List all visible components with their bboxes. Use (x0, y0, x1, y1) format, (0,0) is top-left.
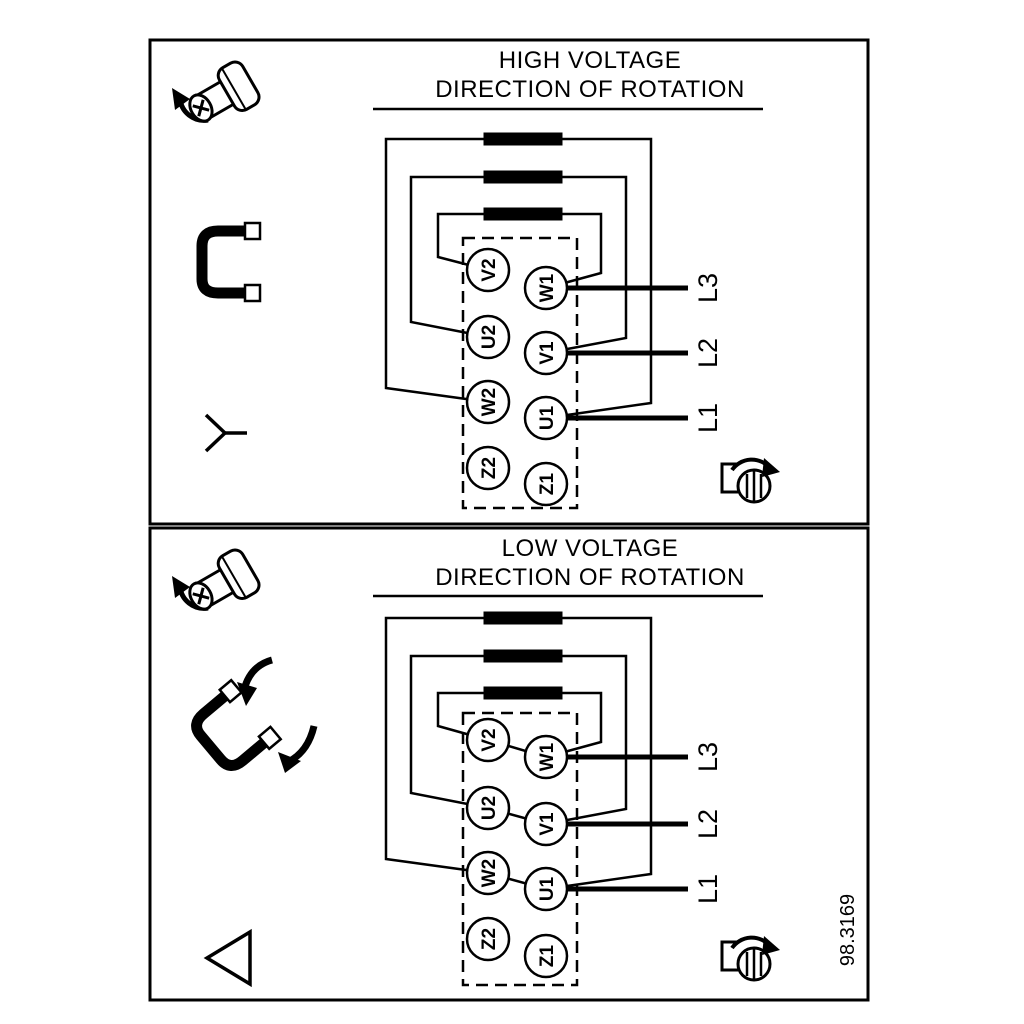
terminal-circle (465, 445, 511, 491)
terminal-circle (523, 461, 569, 507)
terminal-label: U2 (479, 325, 500, 349)
star-arm (204, 413, 227, 435)
bridge-tab (243, 221, 262, 241)
jumper-placement-icon (191, 656, 318, 773)
panel-title: LOW VOLTAGE (502, 535, 679, 562)
terminal-label: U1 (537, 876, 558, 901)
winding-bar (483, 207, 563, 221)
jumper-bridge-icon (191, 678, 283, 772)
winding-bar (483, 649, 563, 663)
wire (409, 175, 489, 339)
terminal-label: Z2 (479, 928, 500, 950)
wire (384, 616, 489, 875)
drawing-number: 98.3169 (837, 894, 859, 966)
terminal-circle (523, 330, 569, 376)
panel-subtitle: DIRECTION OF ROTATION (435, 564, 745, 591)
wire (545, 616, 653, 891)
terminal-circle (465, 379, 511, 425)
panel-border (148, 38, 870, 526)
bridge-tab (243, 283, 262, 303)
placement-arrowhead (237, 682, 257, 706)
terminal-label: V1 (537, 812, 558, 836)
winding-bar (483, 611, 563, 625)
wire (545, 654, 628, 826)
winding-bar (483, 170, 563, 184)
supply-label: L3 (693, 742, 723, 772)
wire (384, 137, 489, 404)
wire (409, 654, 489, 810)
terminal-label: W1 (537, 742, 558, 771)
terminal-circle (465, 717, 511, 763)
terminal-circle (465, 314, 511, 360)
wire (545, 212, 603, 290)
terminal-circle (465, 850, 511, 896)
low-voltage-panel: LOW VOLTAGE DIRECTION OF ROTATION (148, 526, 870, 1002)
terminal-circle (523, 933, 569, 979)
terminal-circle (465, 247, 511, 293)
terminal-circle (523, 265, 569, 311)
terminal-label: V2 (479, 728, 500, 751)
supply-label: L3 (693, 273, 723, 303)
terminal-label: U2 (479, 796, 500, 820)
terminal-label: Z2 (479, 457, 500, 479)
supply-label: L1 (693, 403, 723, 433)
terminal-label: W1 (537, 273, 558, 302)
wire (545, 137, 653, 420)
terminal-label: Z1 (537, 472, 558, 495)
star-arm (204, 431, 227, 453)
terminal-label: U1 (537, 405, 558, 430)
screw-icon (172, 547, 262, 622)
terminal-circle (523, 395, 569, 441)
jumper-bridge-icon (196, 221, 262, 303)
star-connection-icon (204, 413, 247, 453)
high-voltage-panel: HIGH VOLTAGE DIRECTION OF ROTATION (148, 38, 870, 526)
terminal-box (461, 711, 579, 987)
bridge-body (191, 686, 274, 772)
panel-title: HIGH VOLTAGE (499, 47, 681, 74)
supply-label: L1 (693, 874, 723, 904)
panel-border (148, 526, 870, 1002)
terminal-label: Z1 (537, 944, 558, 967)
terminal-label: W2 (479, 859, 500, 888)
terminal-circle (523, 734, 569, 780)
rotation-direction-icon (720, 934, 782, 982)
panel-subtitle: DIRECTION OF ROTATION (435, 76, 745, 103)
bridge-tab (217, 678, 244, 704)
placement-arrow (286, 725, 318, 766)
winding-bar (483, 686, 563, 700)
bridge-body (196, 225, 252, 299)
terminal-label: V2 (479, 258, 500, 281)
rotation-direction-icon (720, 456, 782, 504)
terminal-circle (523, 866, 569, 912)
supply-label: L2 (693, 338, 723, 368)
supply-label: L2 (693, 809, 723, 839)
terminal-label: W2 (479, 388, 500, 417)
terminal-circle (523, 801, 569, 847)
terminal-circle (465, 916, 511, 962)
wire (545, 691, 603, 759)
wire (545, 175, 628, 355)
winding-bar (483, 132, 563, 146)
terminal-box (461, 236, 579, 510)
screw-icon (172, 59, 262, 134)
delta-connection-icon (203, 928, 252, 988)
placement-arrowhead (278, 752, 301, 773)
terminal-label: V1 (537, 341, 558, 365)
bridge-tab (257, 725, 283, 751)
terminal-circle (465, 785, 511, 831)
